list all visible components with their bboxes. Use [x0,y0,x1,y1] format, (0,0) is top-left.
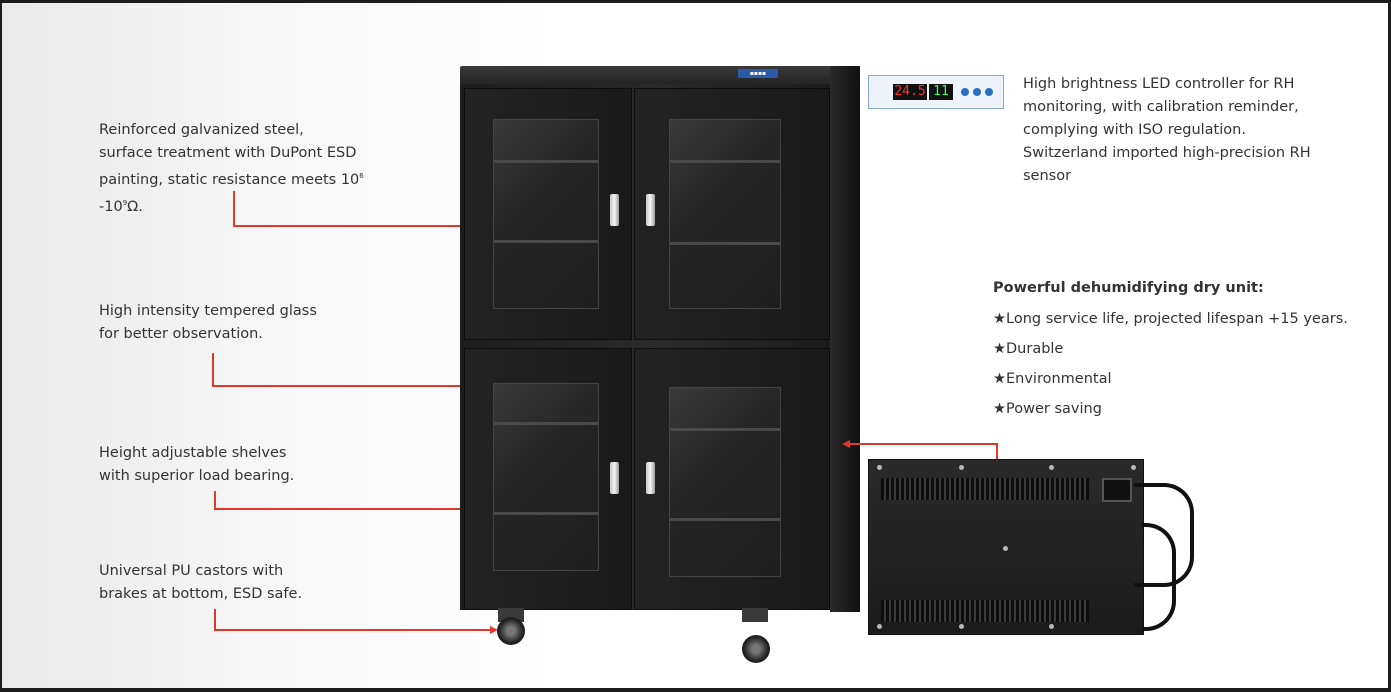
shelf [494,422,598,425]
controller-button-3 [985,88,993,96]
shelf [670,518,780,521]
upper-right-door [634,88,830,340]
lower-right-glass [669,387,781,577]
callout-steel-exp2: 9 [122,198,128,207]
temp-display: 11 [929,84,953,100]
screw [959,624,964,629]
power-cable [1134,483,1194,587]
lower-right-door [634,348,830,610]
callout-steel-line4-text: -10 [99,198,123,215]
callout-steel-line2: surface treatment with DuPont ESD [99,145,357,161]
leader-glass-v [212,353,214,387]
screw [1049,624,1054,629]
callout-steel: Reinforced galvanized steel, surface tre… [99,119,364,219]
callout-steel-line3-text: painting, static resistance meets 10 [99,171,360,188]
dry-unit-item-environmental: ★Environmental [993,371,1112,387]
callout-glass: High intensity tempered glass for better… [99,300,317,346]
bottom-vent [881,600,1089,622]
led-controller-panel: 24.5 11 [868,75,1004,109]
callout-steel-line3: painting, static resistance meets 106 [99,165,364,192]
leader-steel-h [233,225,611,227]
upper-left-glass [493,119,599,309]
castor-mount-right [742,608,768,622]
shelf [670,160,780,163]
shelf [494,160,598,163]
callout-controller-line5: sensor [1023,168,1072,184]
leader-shelves-h [214,508,526,510]
leader-steel-v [233,191,235,227]
callout-castors: Universal PU castors with brakes at bott… [99,560,302,606]
leader-dry-unit-h [848,443,998,445]
controller-button-2 [973,88,981,96]
callout-controller-line4: Switzerland imported high-precision RH [1023,145,1311,161]
cabinet-top [460,66,858,86]
shelf [494,512,598,515]
callout-shelves-line1: Height adjustable shelves [99,445,287,461]
dry-unit-item-power-saving: ★Power saving [993,401,1102,417]
screw [1131,465,1136,470]
callout-steel-unit: Ω. [127,198,143,215]
lower-left-glass [493,383,599,571]
lower-right-handle [646,462,655,494]
upper-right-handle [646,194,655,226]
controller-button-1 [961,88,969,96]
leader-dry-unit-v [996,443,998,461]
dry-unit-item-lifespan: ★Long service life, projected lifespan +… [993,311,1348,327]
screw [959,465,964,470]
callout-steel-exp1: 6 [359,172,364,180]
lower-left-door [464,348,632,610]
callout-shelves-line2: with superior load bearing. [99,468,295,484]
callout-steel-line1: Reinforced galvanized steel, [99,122,304,138]
callout-glass-line1: High intensity tempered glass [99,303,317,319]
screw [1049,465,1054,470]
leader-castors-v [214,609,216,631]
castor-wheel-right [742,635,770,663]
dry-unit-title: Powerful dehumidifying dry unit: [993,280,1264,296]
upper-left-door [464,88,632,340]
leader-dry-unit-arrow [842,440,850,448]
leader-castors-arrow [490,626,498,634]
callout-controller-line1: High brightness LED controller for RH [1023,76,1295,92]
rh-display: 24.5 [893,84,927,100]
cabinet-side [830,66,860,612]
leader-shelves-v [214,491,216,510]
shelf [670,428,780,431]
power-cable-loop [1142,523,1176,631]
callout-glass-line2: for better observation. [99,326,263,342]
leader-castors-h [214,629,492,631]
callout-controller: High brightness LED controller for RH mo… [1023,73,1311,188]
callout-controller-line3: complying with ISO regulation. [1023,122,1246,138]
screw [877,465,882,470]
shelf [670,242,780,245]
upper-left-handle [610,194,619,226]
callout-steel-line4: -109Ω. [99,192,364,219]
top-vent [881,478,1089,500]
lower-left-handle [610,462,619,494]
callout-castors-line1: Universal PU castors with [99,563,284,579]
dry-unit-item-durable: ★Durable [993,341,1064,357]
castor-wheel-left [497,617,525,645]
callout-controller-line2: monitoring, with calibration reminder, [1023,99,1299,115]
brand-logo: ▪▪▪▪ [738,69,778,78]
dry-cabinet: ▪▪▪▪ [460,66,860,612]
callout-castors-line2: brakes at bottom, ESD safe. [99,586,303,602]
power-socket [1102,478,1132,502]
shelf [494,240,598,243]
screw [1003,546,1008,551]
leader-glass-h [212,385,524,387]
dehumidifying-dry-unit [868,459,1144,635]
screw [877,624,882,629]
callout-shelves: Height adjustable shelves with superior … [99,442,294,488]
upper-right-glass [669,119,781,309]
